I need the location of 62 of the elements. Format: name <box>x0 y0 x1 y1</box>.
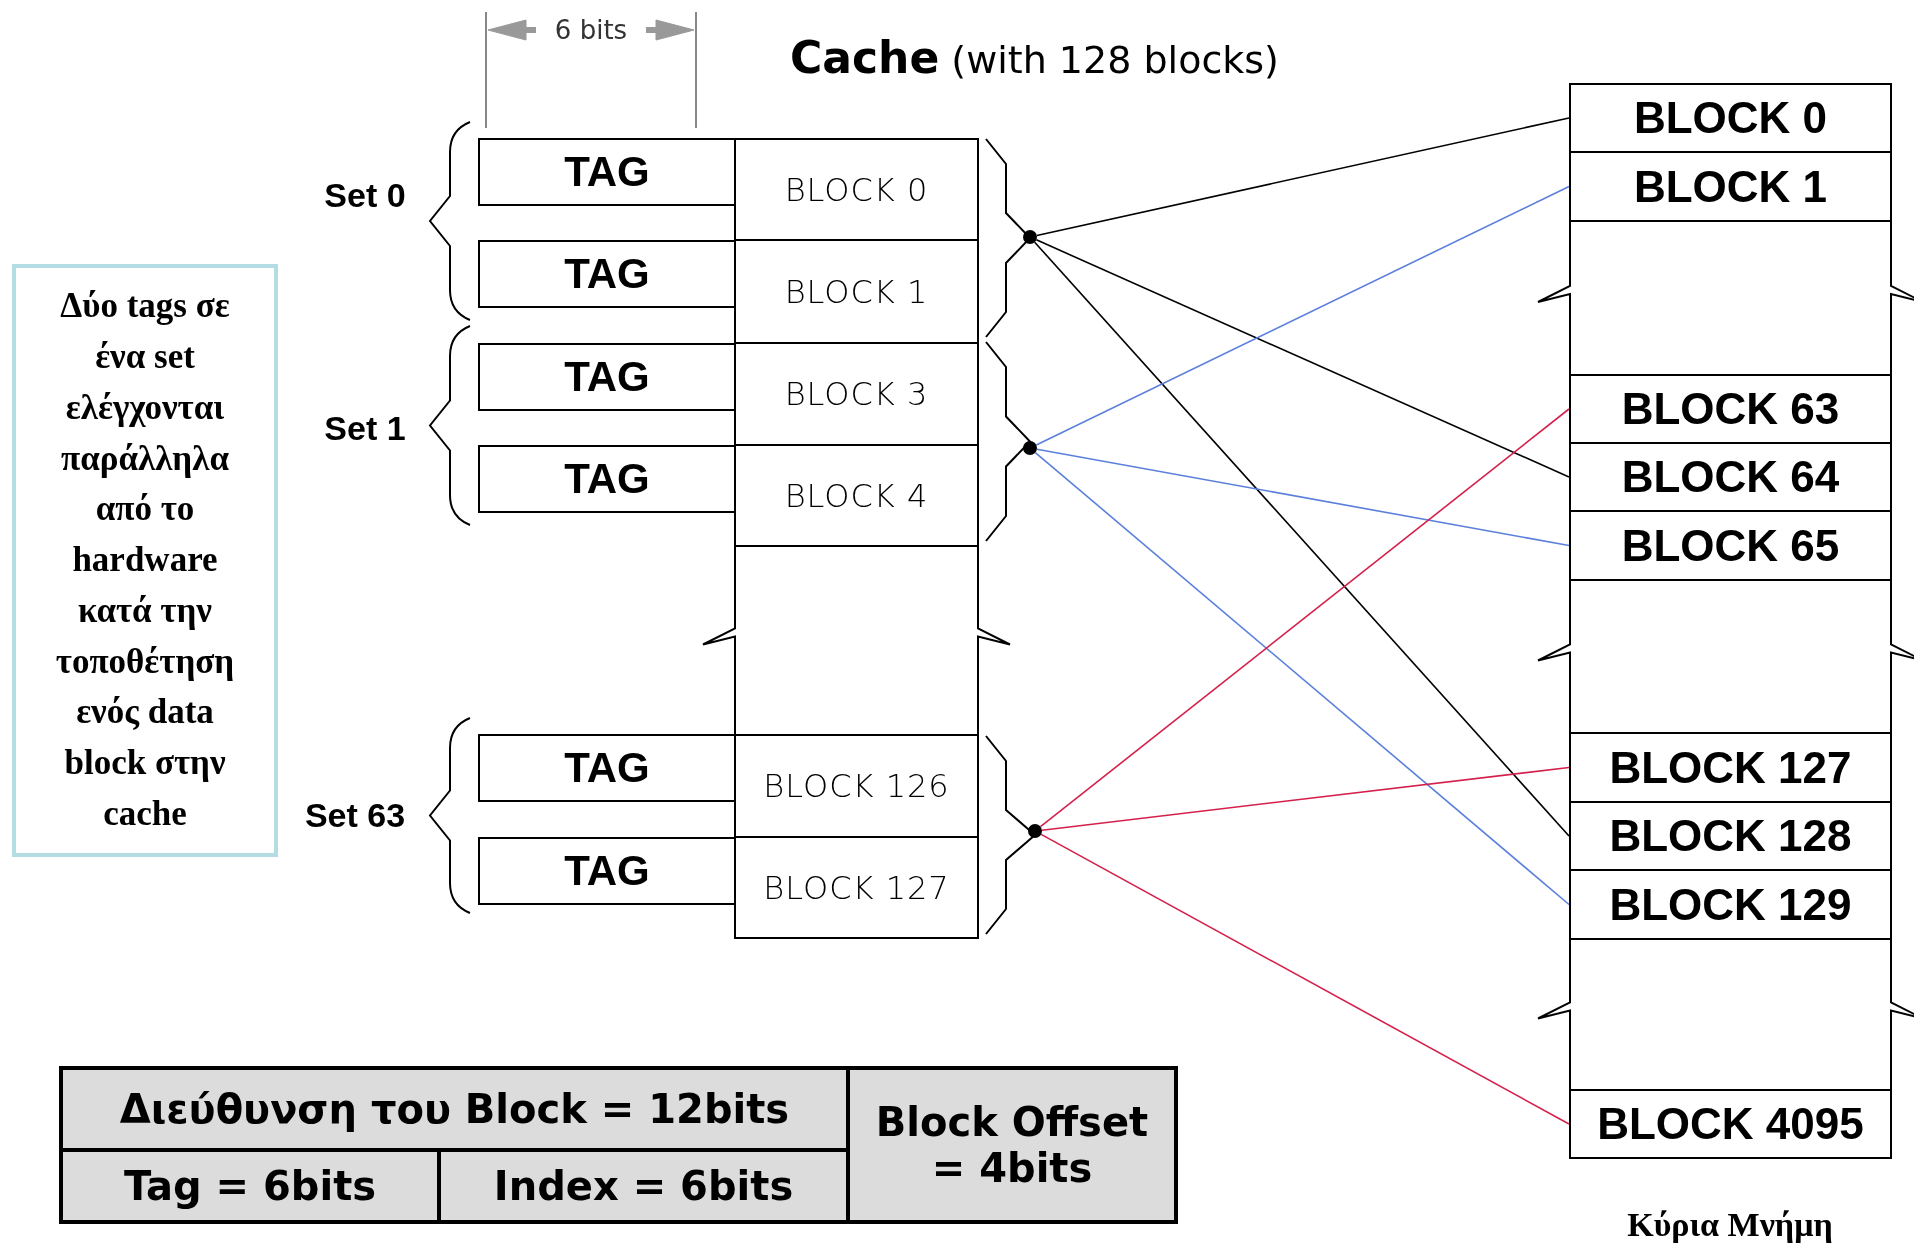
tag-label: TAG <box>564 250 650 298</box>
connector-line <box>1035 239 1570 478</box>
cache-block-box <box>734 444 979 547</box>
block-label: BLOCK 63 <box>1621 384 1840 434</box>
set-label: Set 1 <box>323 407 407 449</box>
tag-box <box>478 837 736 905</box>
connector-line <box>1033 241 1570 837</box>
cache-block-box <box>734 239 979 344</box>
memory-block-box <box>1569 732 1892 803</box>
note-box <box>12 264 278 857</box>
block-label: BLOCK 3 <box>784 375 929 413</box>
junction-dot <box>1023 230 1037 244</box>
connector-line <box>1036 117 1570 237</box>
tag-label: TAG <box>564 744 650 792</box>
block-label: BLOCK 129 <box>1609 879 1852 930</box>
connector-line <box>1041 766 1570 831</box>
memory-block-box <box>1569 1089 1892 1159</box>
block-label: BLOCK 1 <box>784 272 929 311</box>
memory-block-box <box>1569 510 1892 581</box>
block-label: BLOCK 65 <box>1621 520 1840 571</box>
connector-line <box>1040 833 1570 1125</box>
cache-block-box <box>734 138 979 241</box>
diagram-title: Cache (with 128 blocks) <box>790 32 1279 83</box>
block-label: BLOCK 0 <box>784 170 929 209</box>
block-label: BLOCK 1 <box>1633 161 1828 212</box>
block-label: BLOCK 0 <box>1633 93 1828 143</box>
dimension-label: 6 bits <box>553 14 629 47</box>
cache-block-box <box>734 342 979 446</box>
connector-line <box>1036 448 1570 547</box>
tag-box <box>478 734 736 802</box>
block-label: BLOCK 126 <box>763 767 950 805</box>
tag-label: TAG <box>564 455 650 503</box>
block-label: BLOCK 4095 <box>1597 1099 1864 1149</box>
block-label: BLOCK 128 <box>1609 811 1852 861</box>
note-text: Δύο tags σε ένα set ελέγχονται παράλληλα από το hardware κατά την τοποθέτηση ενός data block στην cache <box>54 285 236 835</box>
memory-block-box <box>1569 374 1892 444</box>
tag-label: TAG <box>564 148 650 196</box>
connector-line <box>1034 451 1570 906</box>
block-label: BLOCK 4 <box>784 476 929 515</box>
connector-line <box>1039 408 1570 828</box>
cache-block-box <box>734 734 979 838</box>
memory-block-box <box>1569 801 1892 871</box>
cache-block-box <box>734 836 979 939</box>
memory-block-box <box>1569 442 1892 512</box>
set-label: Set 0 <box>323 174 407 216</box>
tag-label: TAG <box>564 353 650 401</box>
tag-box <box>478 445 736 513</box>
block-label: BLOCK 127 <box>1609 742 1852 793</box>
tag-box <box>478 138 736 206</box>
tag-box <box>478 240 736 308</box>
junction-dot <box>1028 824 1042 838</box>
memory-caption: Κύρια Μνήμη <box>1626 1205 1834 1245</box>
memory-block-box <box>1569 151 1892 222</box>
memory-block-box <box>1569 83 1892 153</box>
block-label: BLOCK 127 <box>763 868 950 907</box>
block-label: BLOCK 64 <box>1621 452 1840 502</box>
connector-line <box>1035 185 1570 446</box>
junction-dot <box>1023 441 1037 455</box>
memory-block-box <box>1569 869 1892 940</box>
set-label: Set 63 <box>303 794 407 836</box>
tag-box <box>478 343 736 411</box>
tag-label: TAG <box>564 847 650 895</box>
